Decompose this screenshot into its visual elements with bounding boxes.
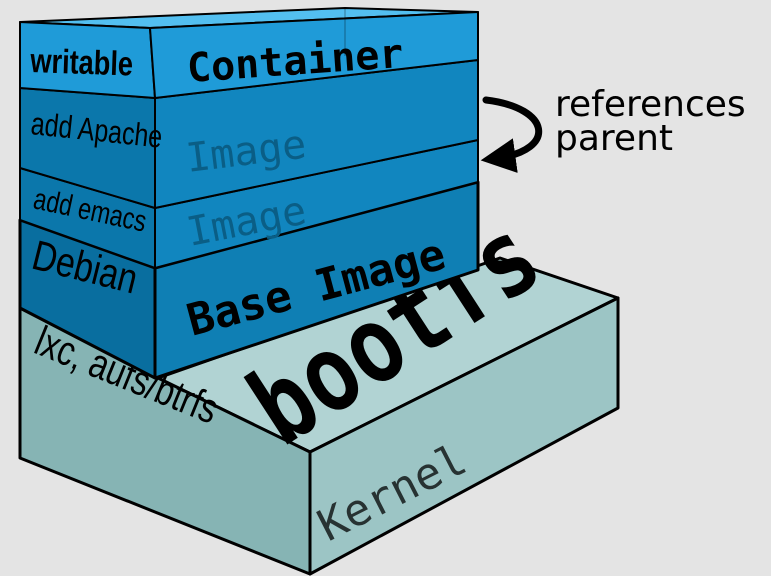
references-parent-annotation: references parent <box>480 84 746 173</box>
annotation-line2: parent <box>555 118 673 159</box>
image-apache-layer: add Apache Image <box>19 59 479 209</box>
image-emacs-layer: add emacs Image <box>19 139 479 269</box>
annotation-line1: references <box>555 84 746 125</box>
curved-arrow-icon <box>480 96 543 173</box>
container-front-face <box>149 11 479 99</box>
kernel-front-face <box>308 296 620 576</box>
container-side-label: writable <box>29 41 134 83</box>
